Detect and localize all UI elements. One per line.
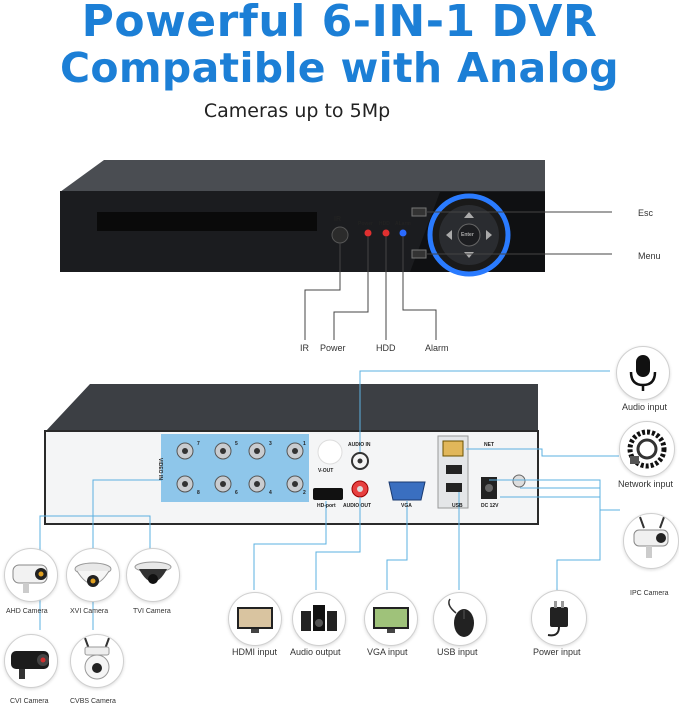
power-input-label: Power input [533,647,581,657]
audio-out-label: AUDIO OUT [343,503,372,509]
bnc-4: 4 [269,490,272,496]
bnc-7: 7 [197,441,200,447]
turret-camera-icon [134,561,172,584]
power-led-label: Power [358,221,374,227]
dome-camera-icon [74,562,112,587]
dpad-right-icon [486,230,492,240]
black-bullet-camera-icon [11,651,49,679]
bnc-5: 5 [235,441,238,447]
power-adapter-icon [547,601,568,637]
esc-button-shape [411,207,427,217]
audio-output-label: Audio output [290,647,341,657]
xvi-camera-label: XVI Camera [70,608,109,615]
menu-callout: Menu [638,251,661,261]
net-port [442,440,464,457]
power-input-badge [531,590,587,646]
network-cable-icon [627,429,667,469]
bnc-3: 3 [269,441,272,447]
power-led [364,229,372,237]
vga-port [388,481,426,501]
bnc-1: 1 [303,441,306,447]
hdd-led [382,229,390,237]
ir-sensor [331,226,349,244]
dpad-left-icon [446,230,452,240]
network-input-label: Network input [618,479,674,489]
xvi-camera-badge [66,548,120,602]
network-input-badge [619,421,675,477]
alarm-led-label: ALarm [395,221,411,227]
cvbs-camera-label: CVBS Camera [70,698,116,705]
hd-port-label: HD-port [317,503,336,509]
headline-line-2: Compatible with Analog [60,44,619,92]
alarm-callout: Alarm [425,343,449,353]
mouse-icon [448,598,474,637]
hdmi-port [313,488,343,500]
vga-monitor-icon [373,607,409,633]
ipc-camera-icon [633,516,669,558]
audio-output-badge [292,592,346,646]
enter-button-label: Enter [461,232,474,238]
audio-input-label: Audio input [622,402,668,412]
video-in-label: VIDEO IN [157,458,163,480]
front-dvr-top [60,160,545,192]
vga-input-badge [364,592,418,646]
ahd-camera-badge [4,548,58,602]
cvi-camera-label: CVI Camera [10,698,49,705]
speaker-icon [301,605,337,631]
power-callout: Power [320,343,346,353]
disc-slot [97,212,317,231]
hdmi-input-badge [228,592,282,646]
ipc-camera-label: IPC Camera [630,590,669,597]
ir-mark: IR [334,216,341,223]
dpad-up-icon [464,212,474,218]
hdd-led-label: HDD [379,221,390,227]
usb-input-badge [433,592,487,646]
subtitle: Cameras up to 5Mp [203,100,391,122]
ground-screw [512,474,526,488]
vout-label: V-OUT [318,468,334,474]
microphone-icon [629,355,657,391]
alarm-led [399,229,407,237]
ir-callout: IR [300,343,309,353]
bnc-connectors [176,442,304,493]
bnc-8: 8 [197,490,200,496]
ptz-camera-icon [84,637,110,680]
tvi-camera-badge [126,548,180,602]
dc-label: DC 12V [481,503,499,509]
menu-button-shape [411,249,427,259]
ahd-camera-label: AHD Camera [6,608,48,615]
headline-line-1: Powerful 6-IN-1 DVR [81,0,598,47]
audio-input-badge [616,346,670,400]
usb-input-label: USB input [437,647,478,657]
usb-port-1 [446,465,462,474]
bnc-2: 2 [303,490,306,496]
esc-callout: Esc [638,208,654,218]
bullet-camera-icon [12,564,48,593]
vout-connector [317,439,343,465]
cvbs-camera-badge [70,634,124,688]
bnc-6: 6 [235,490,238,496]
rear-dvr-top [45,384,538,432]
hdd-callout: HDD [376,343,396,353]
hdmi-input-label: HDMI input [232,647,278,657]
monitor-icon [237,607,273,633]
ipc-camera-badge [623,513,679,569]
vga-input-label: VGA input [367,647,408,657]
usb-label: USB [452,503,463,509]
cvi-camera-badge [4,634,58,688]
audio-in-label: AUDIO IN [348,442,371,448]
usb-port-2 [446,483,462,492]
vga-label: VGA [401,503,412,509]
net-label: NET [484,442,494,448]
tvi-camera-label: TVI Camera [133,608,171,615]
enter-button-shape [457,223,481,247]
